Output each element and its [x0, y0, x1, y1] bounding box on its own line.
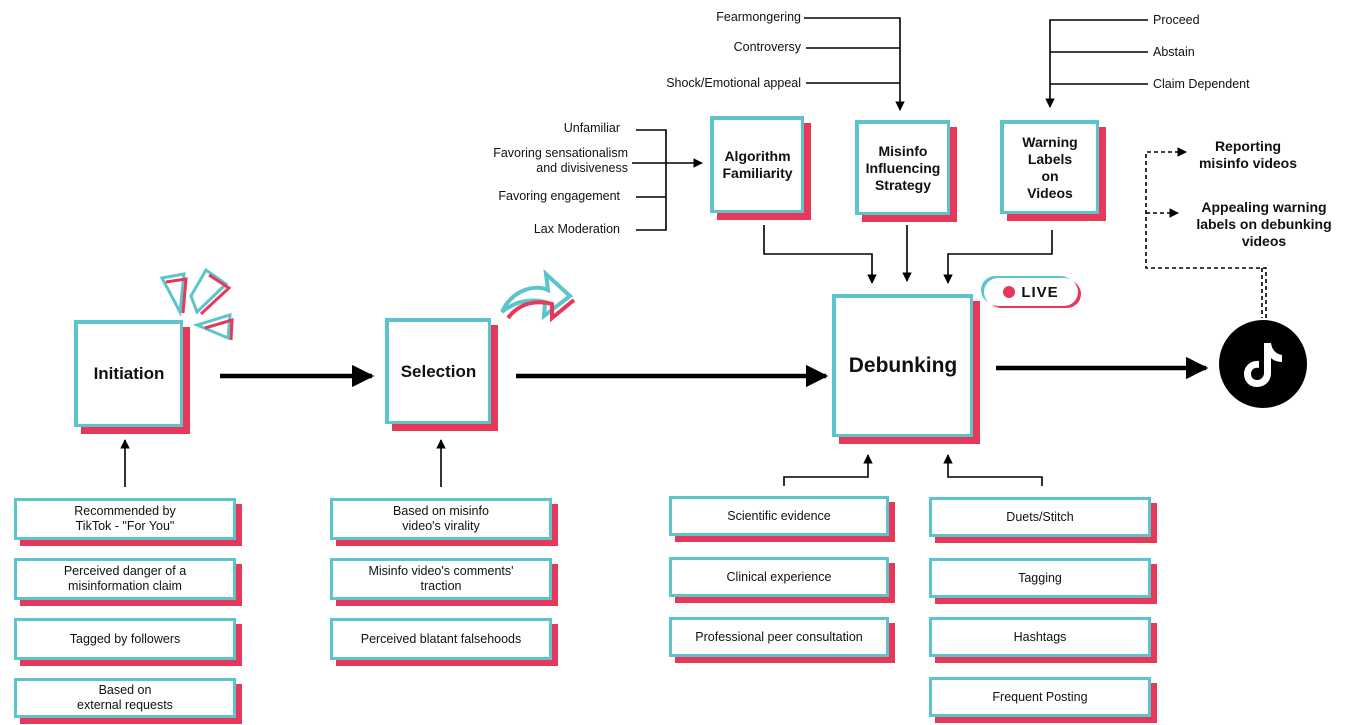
formats-to-debunking — [943, 454, 1043, 486]
debunking-format-card: Frequent Posting — [929, 677, 1157, 723]
outcome-dashed-connector — [1145, 147, 1267, 318]
share-arrow-icon — [500, 268, 576, 323]
debunking-method-text: Scientific evidence — [672, 499, 886, 533]
algorithm-input: Lax Moderation — [533, 222, 620, 236]
initiation-card-text: Tagged by followers — [17, 621, 233, 657]
selection-card-text: Perceived blatant falsehoods — [333, 621, 549, 657]
initiation-card-text: Perceived danger of a misinformation cla… — [17, 561, 233, 597]
algorithm-familiarity-box: Algorithm Familiarity — [710, 116, 811, 220]
live-badge: LIVE — [984, 278, 1078, 306]
selection-card-text: Based on misinfo video's virality — [333, 501, 549, 537]
selection-card-text: Misinfo video's comments' traction — [333, 561, 549, 597]
strategy-input: Fearmongering — [716, 10, 801, 24]
live-badge-label: LIVE — [1021, 283, 1059, 301]
debunking-label: Debunking — [836, 298, 970, 434]
strategy-input: Controversy — [733, 40, 801, 54]
initiation-card: Tagged by followers — [14, 618, 242, 666]
methods-to-debunking — [783, 454, 873, 486]
misinfo-strategy-label: Misinfo Influencing Strategy — [859, 124, 947, 212]
debunking-method-card: Scientific evidence — [669, 496, 895, 542]
algorithm-familiarity-label: Algorithm Familiarity — [714, 120, 801, 210]
strategy-input: Shock/Emotional appeal — [666, 76, 801, 90]
selection-card: Misinfo video's comments' traction — [330, 558, 558, 606]
algorithm-input: Favoring engagement — [498, 189, 620, 203]
warning-input: Claim Dependent — [1153, 77, 1250, 91]
debunking-method-card: Clinical experience — [669, 557, 895, 603]
burst-icon — [159, 267, 234, 341]
debunking-format-text: Hashtags — [932, 620, 1148, 654]
initiation-box: Initiation — [74, 320, 190, 434]
live-dot-icon — [1003, 286, 1016, 298]
debunking-format-card: Hashtags — [929, 617, 1157, 663]
warning-input: Proceed — [1153, 13, 1200, 27]
debunking-format-card: Duets/Stitch — [929, 497, 1157, 543]
selection-card: Based on misinfo video's virality — [330, 498, 558, 546]
initiation-label: Initiation — [78, 324, 180, 424]
outcome-appealing: Appealing warning labels on debunking vi… — [1196, 199, 1332, 249]
strategy-bracket — [804, 17, 905, 111]
warning-labels-box: Warning Labels on Videos — [1000, 120, 1106, 221]
selection-label: Selection — [389, 322, 488, 421]
debunking-box: Debunking — [832, 294, 980, 444]
debunking-format-text: Duets/Stitch — [932, 500, 1148, 534]
selection-card: Perceived blatant falsehoods — [330, 618, 558, 666]
misinfo-strategy-box: Misinfo Influencing Strategy — [855, 120, 957, 222]
algorithm-input: Unfamiliar — [563, 121, 620, 135]
selection-box: Selection — [385, 318, 498, 431]
initiation-card-text: Based on external requests — [17, 681, 233, 715]
initiation-card: Based on external requests — [14, 678, 242, 724]
debunking-method-text: Professional peer consultation — [672, 620, 886, 654]
warning-to-debunking — [943, 230, 1053, 284]
debunking-format-text: Frequent Posting — [932, 680, 1148, 714]
tiktok-logo-icon — [1219, 320, 1307, 408]
algorithm-input: Favoring sensationalism and divisiveness — [493, 146, 628, 175]
algorithm-to-debunking — [763, 225, 877, 284]
debunking-format-text: Tagging — [932, 561, 1148, 595]
initiation-card: Recommended by TikTok - "For You" — [14, 498, 242, 546]
debunking-method-text: Clinical experience — [672, 560, 886, 594]
warning-labels-label: Warning Labels on Videos — [1004, 124, 1096, 211]
tiktok-note-icon — [1244, 343, 1282, 387]
algorithm-bracket — [636, 129, 667, 231]
warning-input: Abstain — [1153, 45, 1195, 59]
outcome-reporting: Reporting misinfo videos — [1198, 138, 1298, 171]
warning-bracket — [1045, 19, 1148, 108]
initiation-card-text: Recommended by TikTok - "For You" — [17, 501, 233, 537]
debunking-method-card: Professional peer consultation — [669, 617, 895, 663]
initiation-card: Perceived danger of a misinformation cla… — [14, 558, 242, 606]
debunking-format-card: Tagging — [929, 558, 1157, 604]
